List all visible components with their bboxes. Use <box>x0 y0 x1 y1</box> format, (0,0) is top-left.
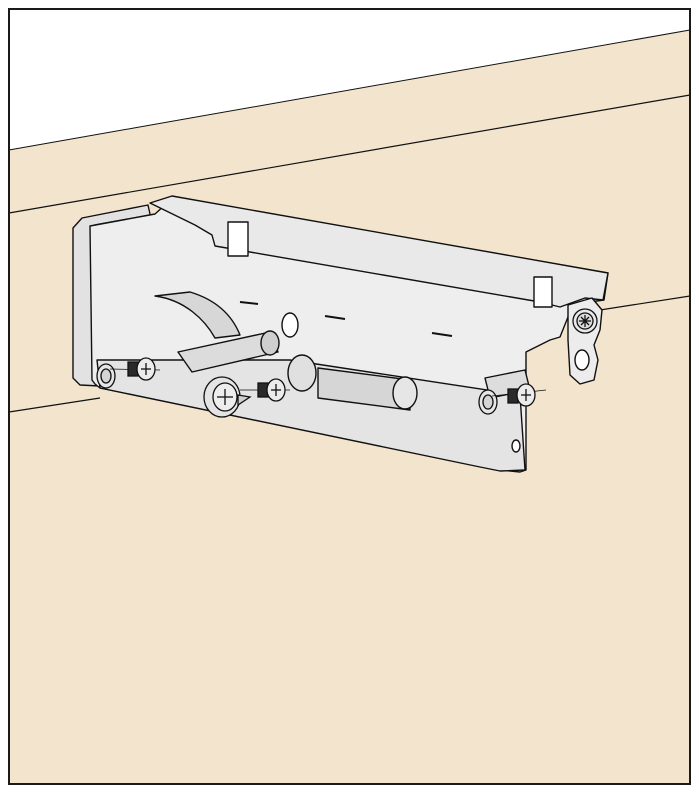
bracket-slot-2 <box>324 315 346 320</box>
bracket-body-hole-right <box>511 439 521 453</box>
slider-barrel-end <box>392 376 418 410</box>
bracket-square-window-left <box>227 221 249 257</box>
slider-knob <box>287 354 317 392</box>
bracket-oval-hole <box>281 312 299 338</box>
dowel-icon-2 <box>478 389 498 415</box>
adjuster-arm <box>177 331 279 373</box>
panel-edge-line-right <box>599 295 691 311</box>
bracket-slot-1 <box>239 301 259 305</box>
panel-edge-line-upper <box>8 94 691 214</box>
cross-head-screw-icon-2 <box>240 378 290 402</box>
bracket-slot-3 <box>431 332 453 337</box>
cross-head-screw-icon-3 <box>491 383 547 407</box>
dowel-icon <box>96 363 116 389</box>
illustration-frame <box>8 8 691 785</box>
bracket-lower-rail <box>96 359 526 472</box>
adjuster-arm-pivot <box>260 330 280 356</box>
bracket-square-window-right <box>533 276 553 308</box>
bracket-curved-cutout <box>154 291 241 339</box>
bracket-top-flange <box>149 195 609 308</box>
cam-bolt-icon <box>203 376 252 418</box>
wall-surface <box>9 9 690 150</box>
pozidriv-screw-icon <box>572 308 598 334</box>
cross-head-screw-icon <box>109 357 161 381</box>
panel-edge-line-lower <box>8 397 101 413</box>
slider-barrel <box>317 367 411 411</box>
bracket-ear-hole <box>574 349 590 371</box>
